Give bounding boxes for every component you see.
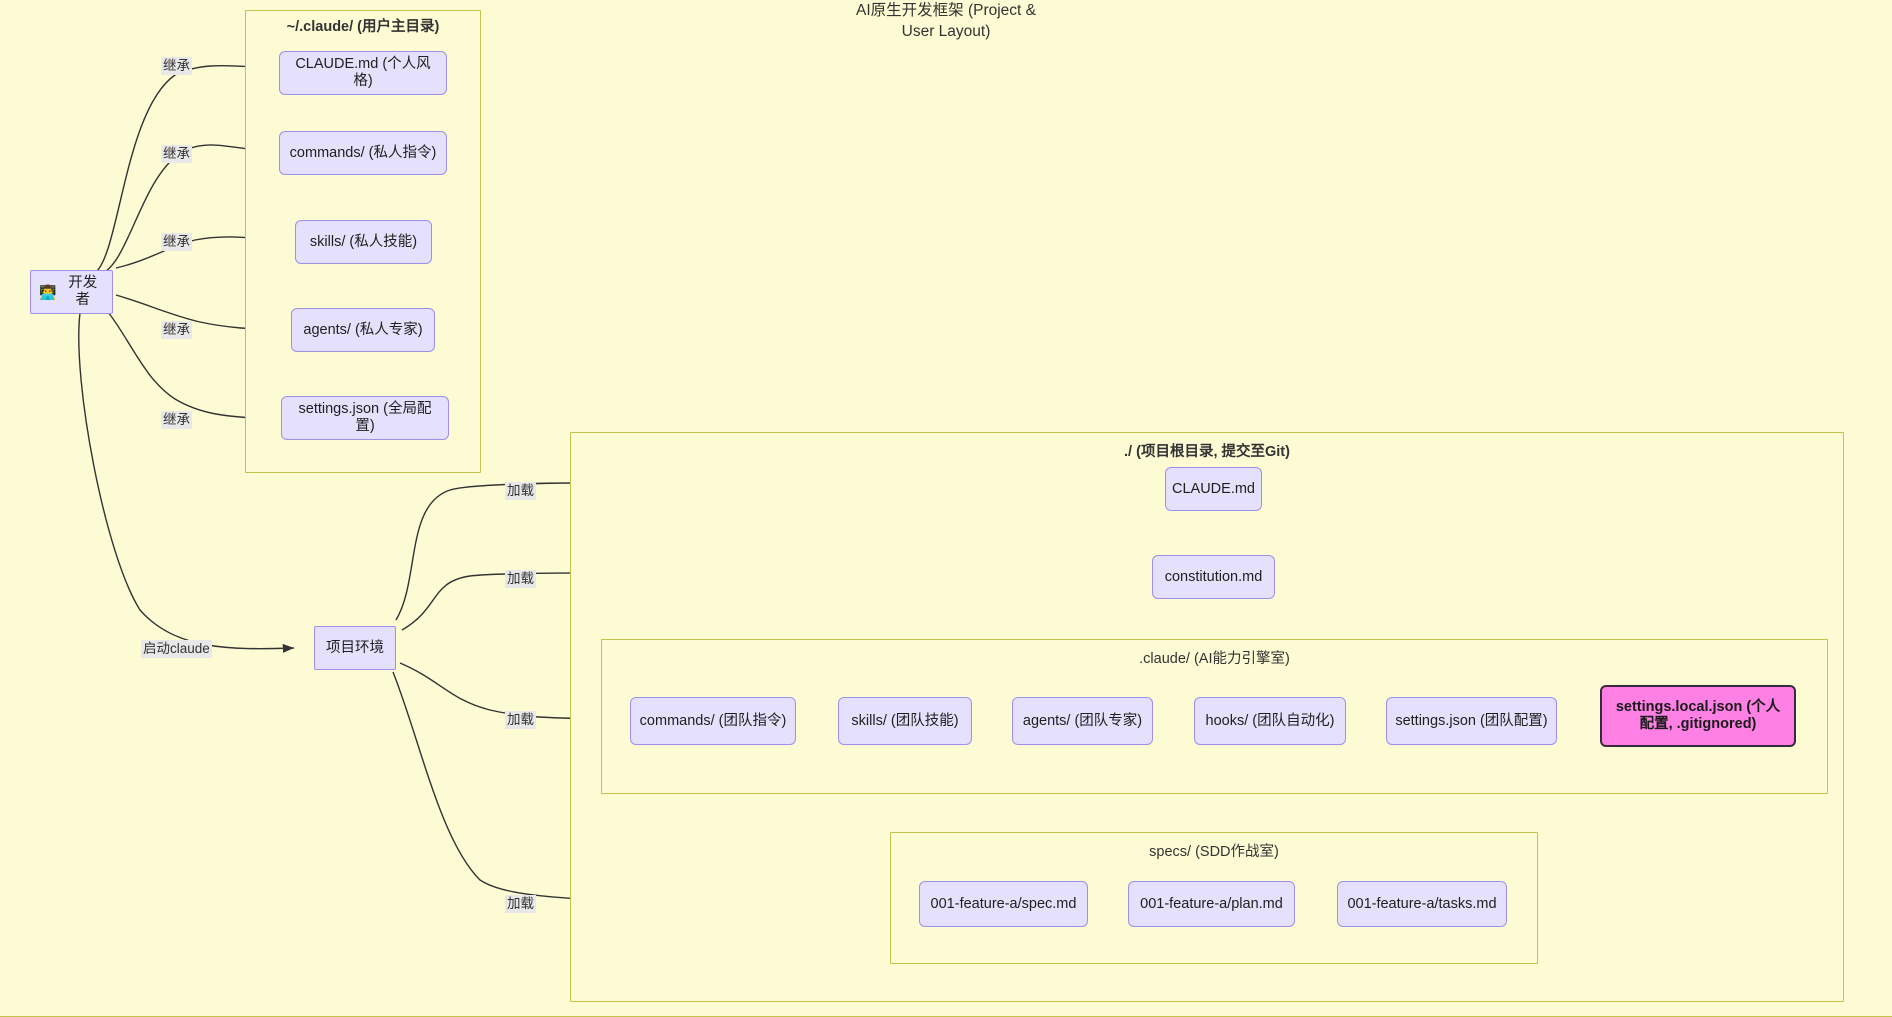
diagram-title: AI原生开发框架 (Project & User Layout) [856, 2, 1036, 40]
edge-label-load-2: 加载 [505, 570, 536, 588]
specs-dir-frame-title: specs/ (SDD作战室) [1149, 844, 1279, 860]
node-user-skills[interactable]: skills/ (私人技能) [295, 220, 432, 264]
person-icon: 👨‍💻 [39, 284, 57, 300]
user-home-frame-title: ~/.claude/ (用户主目录) [286, 19, 440, 35]
node-claude-settings-local-json[interactable]: settings.local.json (个人配置, .gitignored) [1600, 685, 1796, 747]
edge-label-start-claude: 启动claude [141, 640, 212, 658]
node-project-env[interactable]: 项目环境 [314, 626, 396, 670]
node-claude-hooks[interactable]: hooks/ (团队自动化) [1194, 697, 1346, 745]
node-claude-settings-json[interactable]: settings.json (团队配置) [1386, 697, 1557, 745]
node-spec-md[interactable]: 001-feature-a/spec.md [919, 881, 1088, 927]
node-user-agents[interactable]: agents/ (私人专家) [291, 308, 435, 352]
edge-label-inherit-3: 继承 [161, 233, 192, 251]
edge-label-inherit-5: 继承 [161, 411, 192, 429]
node-plan-md[interactable]: 001-feature-a/plan.md [1128, 881, 1295, 927]
node-project-claude-md[interactable]: CLAUDE.md [1165, 467, 1262, 511]
edge-label-inherit-4: 继承 [161, 321, 192, 339]
edge-label-inherit-2: 继承 [161, 145, 192, 163]
node-developer[interactable]: 👨‍💻 开发者 [30, 270, 113, 314]
node-project-constitution-md[interactable]: constitution.md [1152, 555, 1275, 599]
claude-dir-frame-title: .claude/ (AI能力引擎室) [1139, 651, 1290, 667]
node-user-commands[interactable]: commands/ (私人指令) [279, 131, 447, 175]
edge-label-inherit-1: 继承 [161, 57, 192, 75]
node-claude-agents[interactable]: agents/ (团队专家) [1012, 697, 1153, 745]
node-user-settings-json[interactable]: settings.json (全局配置) [281, 396, 449, 440]
node-claude-skills[interactable]: skills/ (团队技能) [838, 697, 972, 745]
edge-label-load-1: 加载 [505, 482, 536, 500]
node-developer-label: 开发者 [68, 275, 98, 308]
project-root-frame-title: ./ (项目根目录, 提交至Git) [1124, 444, 1290, 460]
node-tasks-md[interactable]: 001-feature-a/tasks.md [1337, 881, 1507, 927]
node-claude-commands[interactable]: commands/ (团队指令) [630, 697, 796, 745]
edge-label-load-4: 加载 [505, 895, 536, 913]
edge-label-load-3: 加载 [505, 711, 536, 729]
node-user-claude-md[interactable]: CLAUDE.md (个人风格) [279, 51, 447, 95]
